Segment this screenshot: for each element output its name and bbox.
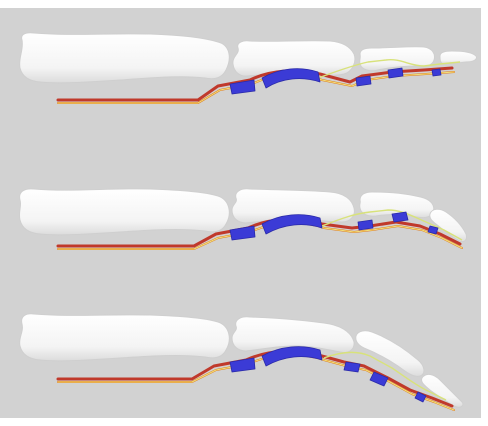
pulley-a5 [432,69,441,76]
frame-top [0,0,488,8]
pulley-a3 [344,362,360,372]
metacarpal-bone [19,189,229,235]
frame-right [481,0,488,426]
pulley-a4 [388,68,403,78]
frame-bottom [0,418,488,426]
pulley-a4 [392,212,408,222]
metacarpal-bone [20,33,230,83]
pulley-a3 [358,220,373,230]
pulley-a3 [356,76,371,86]
metacarpal-bone [20,314,230,361]
